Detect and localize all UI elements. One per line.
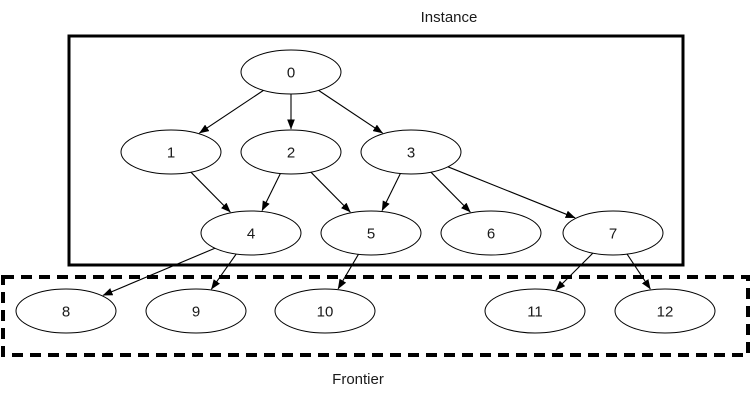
node-label-2: 2: [287, 145, 295, 162]
node-shape-6[interactable]: [440, 210, 542, 256]
container-frontier: [1, 275, 750, 357]
node-6[interactable]: 6: [440, 210, 542, 256]
node-shape-10[interactable]: [274, 288, 376, 334]
node-label-6: 6: [487, 226, 495, 243]
edge-4-to-9: [210, 253, 237, 290]
node-shape-1[interactable]: [120, 129, 222, 175]
node-1[interactable]: 1: [120, 129, 222, 175]
node-label-5: 5: [367, 226, 375, 243]
node-label-0: 0: [287, 65, 295, 82]
edge-2-to-4: [261, 173, 281, 212]
node-shape-11[interactable]: [484, 288, 586, 334]
node-shape-4[interactable]: [200, 210, 302, 256]
node-3[interactable]: 3: [360, 129, 462, 175]
node-label-1: 1: [167, 145, 175, 162]
node-shape-5[interactable]: [320, 210, 422, 256]
container-instance: [67, 34, 685, 267]
node-shape-8[interactable]: [15, 288, 117, 334]
node-label-12: 12: [657, 304, 674, 321]
container-title-instance: Instance: [421, 9, 478, 26]
edge-0-to-1: [199, 89, 264, 134]
node-2[interactable]: 2: [240, 129, 342, 175]
node-0[interactable]: 0: [240, 49, 342, 95]
edge-3-to-7: [447, 166, 576, 219]
node-label-3: 3: [407, 145, 415, 162]
node-10[interactable]: 10: [274, 288, 376, 334]
node-label-11: 11: [527, 304, 543, 321]
container-title-frontier: Frontier: [332, 371, 384, 388]
node-shape-0[interactable]: [240, 49, 342, 95]
node-label-7: 7: [609, 226, 617, 243]
node-4[interactable]: 4: [200, 210, 302, 256]
edge-4-to-8: [102, 247, 216, 296]
edge-5-to-10: [337, 254, 359, 290]
node-9[interactable]: 9: [145, 288, 247, 334]
node-label-4: 4: [247, 226, 255, 243]
node-12[interactable]: 12: [614, 288, 716, 334]
edge-7-to-12: [626, 253, 651, 290]
node-8[interactable]: 8: [15, 288, 117, 334]
node-shape-7[interactable]: [562, 210, 664, 256]
node-label-9: 9: [192, 304, 200, 321]
edge-1-to-4: [190, 171, 231, 213]
edge-3-to-5: [381, 173, 401, 212]
edge-0-to-3: [318, 89, 383, 134]
node-5[interactable]: 5: [320, 210, 422, 256]
edge-3-to-6: [430, 171, 471, 213]
containers-layer: [1, 34, 750, 357]
node-7[interactable]: 7: [562, 210, 664, 256]
edges-layer: [102, 89, 651, 296]
node-label-10: 10: [317, 304, 334, 321]
node-shape-2[interactable]: [240, 129, 342, 175]
node-11[interactable]: 11: [484, 288, 586, 334]
node-label-8: 8: [62, 304, 70, 321]
node-shape-3[interactable]: [360, 129, 462, 175]
node-shape-12[interactable]: [614, 288, 716, 334]
node-shape-9[interactable]: [145, 288, 247, 334]
edge-7-to-11: [555, 252, 594, 291]
edge-2-to-5: [310, 171, 351, 213]
